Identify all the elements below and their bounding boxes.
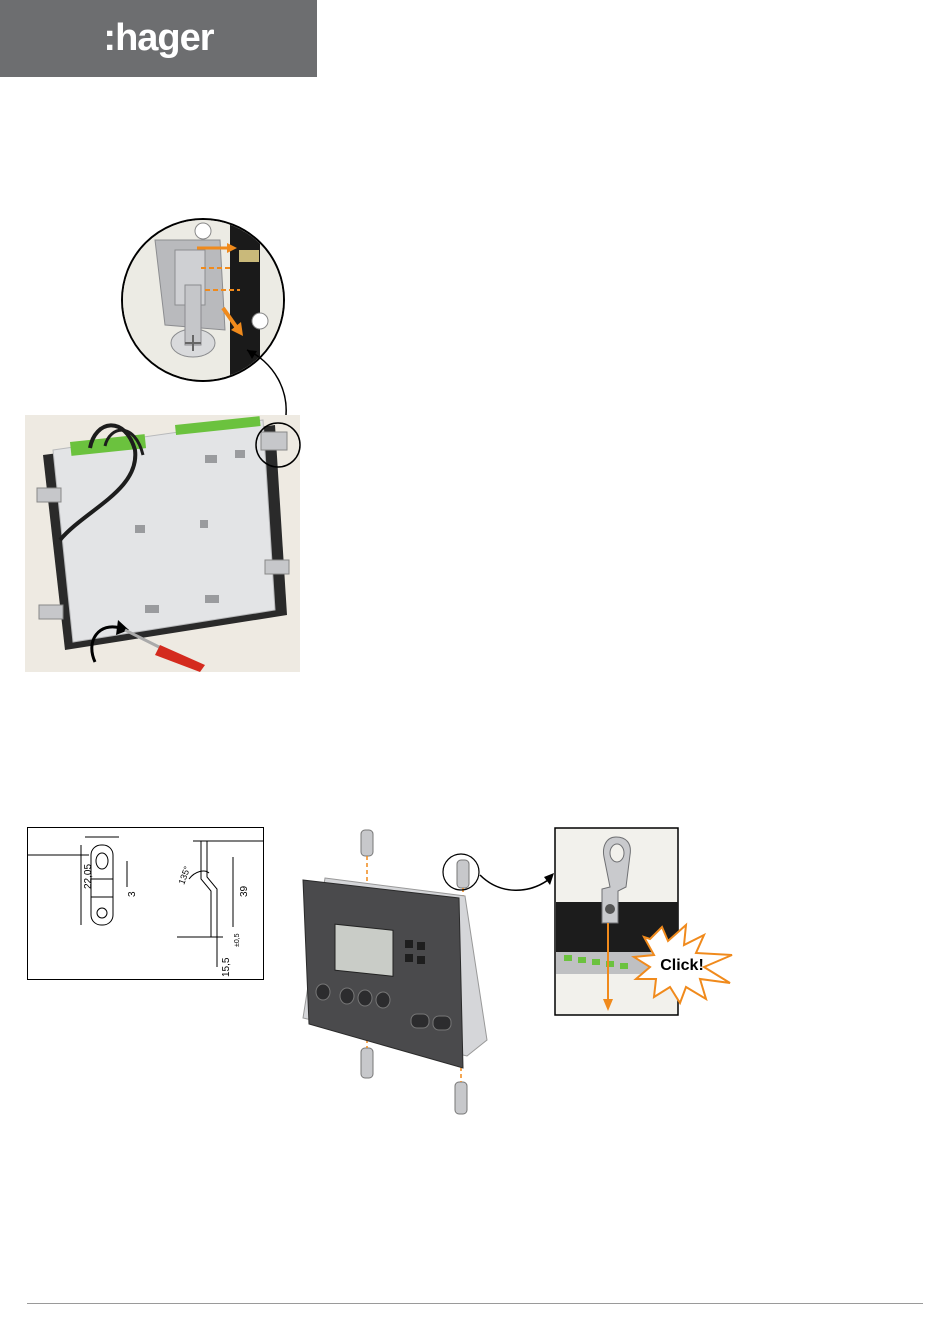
dim-15-5: 15,5 [221, 957, 232, 977]
callout-marker-2 [252, 313, 268, 329]
callout-marker-1 [195, 223, 211, 239]
front-panel-figure [295, 820, 495, 1120]
footer-divider [27, 1303, 923, 1304]
hager-logo: :hager [103, 17, 213, 60]
dim-3: 3 [127, 891, 138, 897]
click-inset: Click! [554, 827, 739, 1017]
dimension-drawing: 22,05 3 135° 39 ±0,5 15,5 [27, 827, 264, 980]
dim-39: 39 [239, 885, 250, 897]
logo-block: :hager [0, 0, 317, 77]
dim-39-tol: ±0,5 [234, 933, 241, 947]
zoom-circle [120, 219, 290, 381]
zoom-arrow [470, 855, 560, 905]
mounting-figure-1 [25, 210, 325, 680]
dim-22-05: 22,05 [83, 864, 94, 889]
click-label: Click! [660, 957, 704, 974]
